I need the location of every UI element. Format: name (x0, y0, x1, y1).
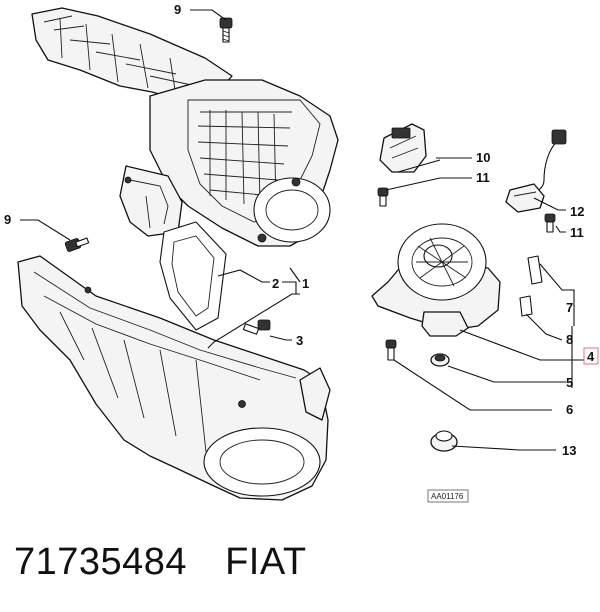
reference-code-text: AA01176 (431, 492, 464, 501)
callout-4-highlight-box (583, 347, 599, 365)
part-caption: 71735484 FIAT (14, 537, 307, 587)
clip-7 (527, 255, 543, 285)
grommet-13 (430, 430, 458, 452)
screw-11-a (377, 187, 389, 207)
brand-name: FIAT (225, 540, 307, 583)
screw-3 (242, 319, 271, 335)
callout-3: 3 (296, 333, 303, 348)
callout-9-left: 9 (4, 212, 11, 227)
callout-7: 7 (566, 300, 573, 315)
callout-8: 8 (566, 332, 573, 347)
reference-code: AA01176 (427, 489, 469, 503)
callout-labels: 9 9 10 11 12 11 2 1 3 7 8 4 5 6 13 (4, 2, 599, 458)
leader-lines (20, 9, 584, 451)
screw-6 (385, 339, 397, 361)
inlet-grid (197, 110, 292, 207)
callout-1: 1 (302, 276, 309, 291)
resistor-10 (379, 123, 427, 173)
callout-11-a: 11 (476, 170, 490, 185)
upper-heater-housing (31, 7, 339, 247)
callout-11-b: 11 (570, 225, 584, 240)
lower-heater-housing (17, 255, 331, 501)
callout-4: 4 (587, 349, 595, 364)
callout-10: 10 (476, 150, 490, 165)
callout-12: 12 (570, 204, 584, 219)
callout-13: 13 (562, 443, 576, 458)
callout-9-top: 9 (174, 2, 181, 17)
clip-8 (519, 295, 533, 317)
blower-motor-4 (371, 223, 501, 337)
screw-11-b (544, 213, 556, 233)
callout-6: 6 (566, 402, 573, 417)
callout-2: 2 (272, 276, 279, 291)
screw-9-top (219, 17, 233, 43)
gasket-2 (159, 221, 227, 331)
part-number: 71735484 (14, 540, 188, 583)
screw-9-left (64, 237, 90, 252)
grommet-5 (430, 353, 450, 367)
wiring-harness-12 (505, 129, 567, 213)
callout-5: 5 (566, 375, 573, 390)
